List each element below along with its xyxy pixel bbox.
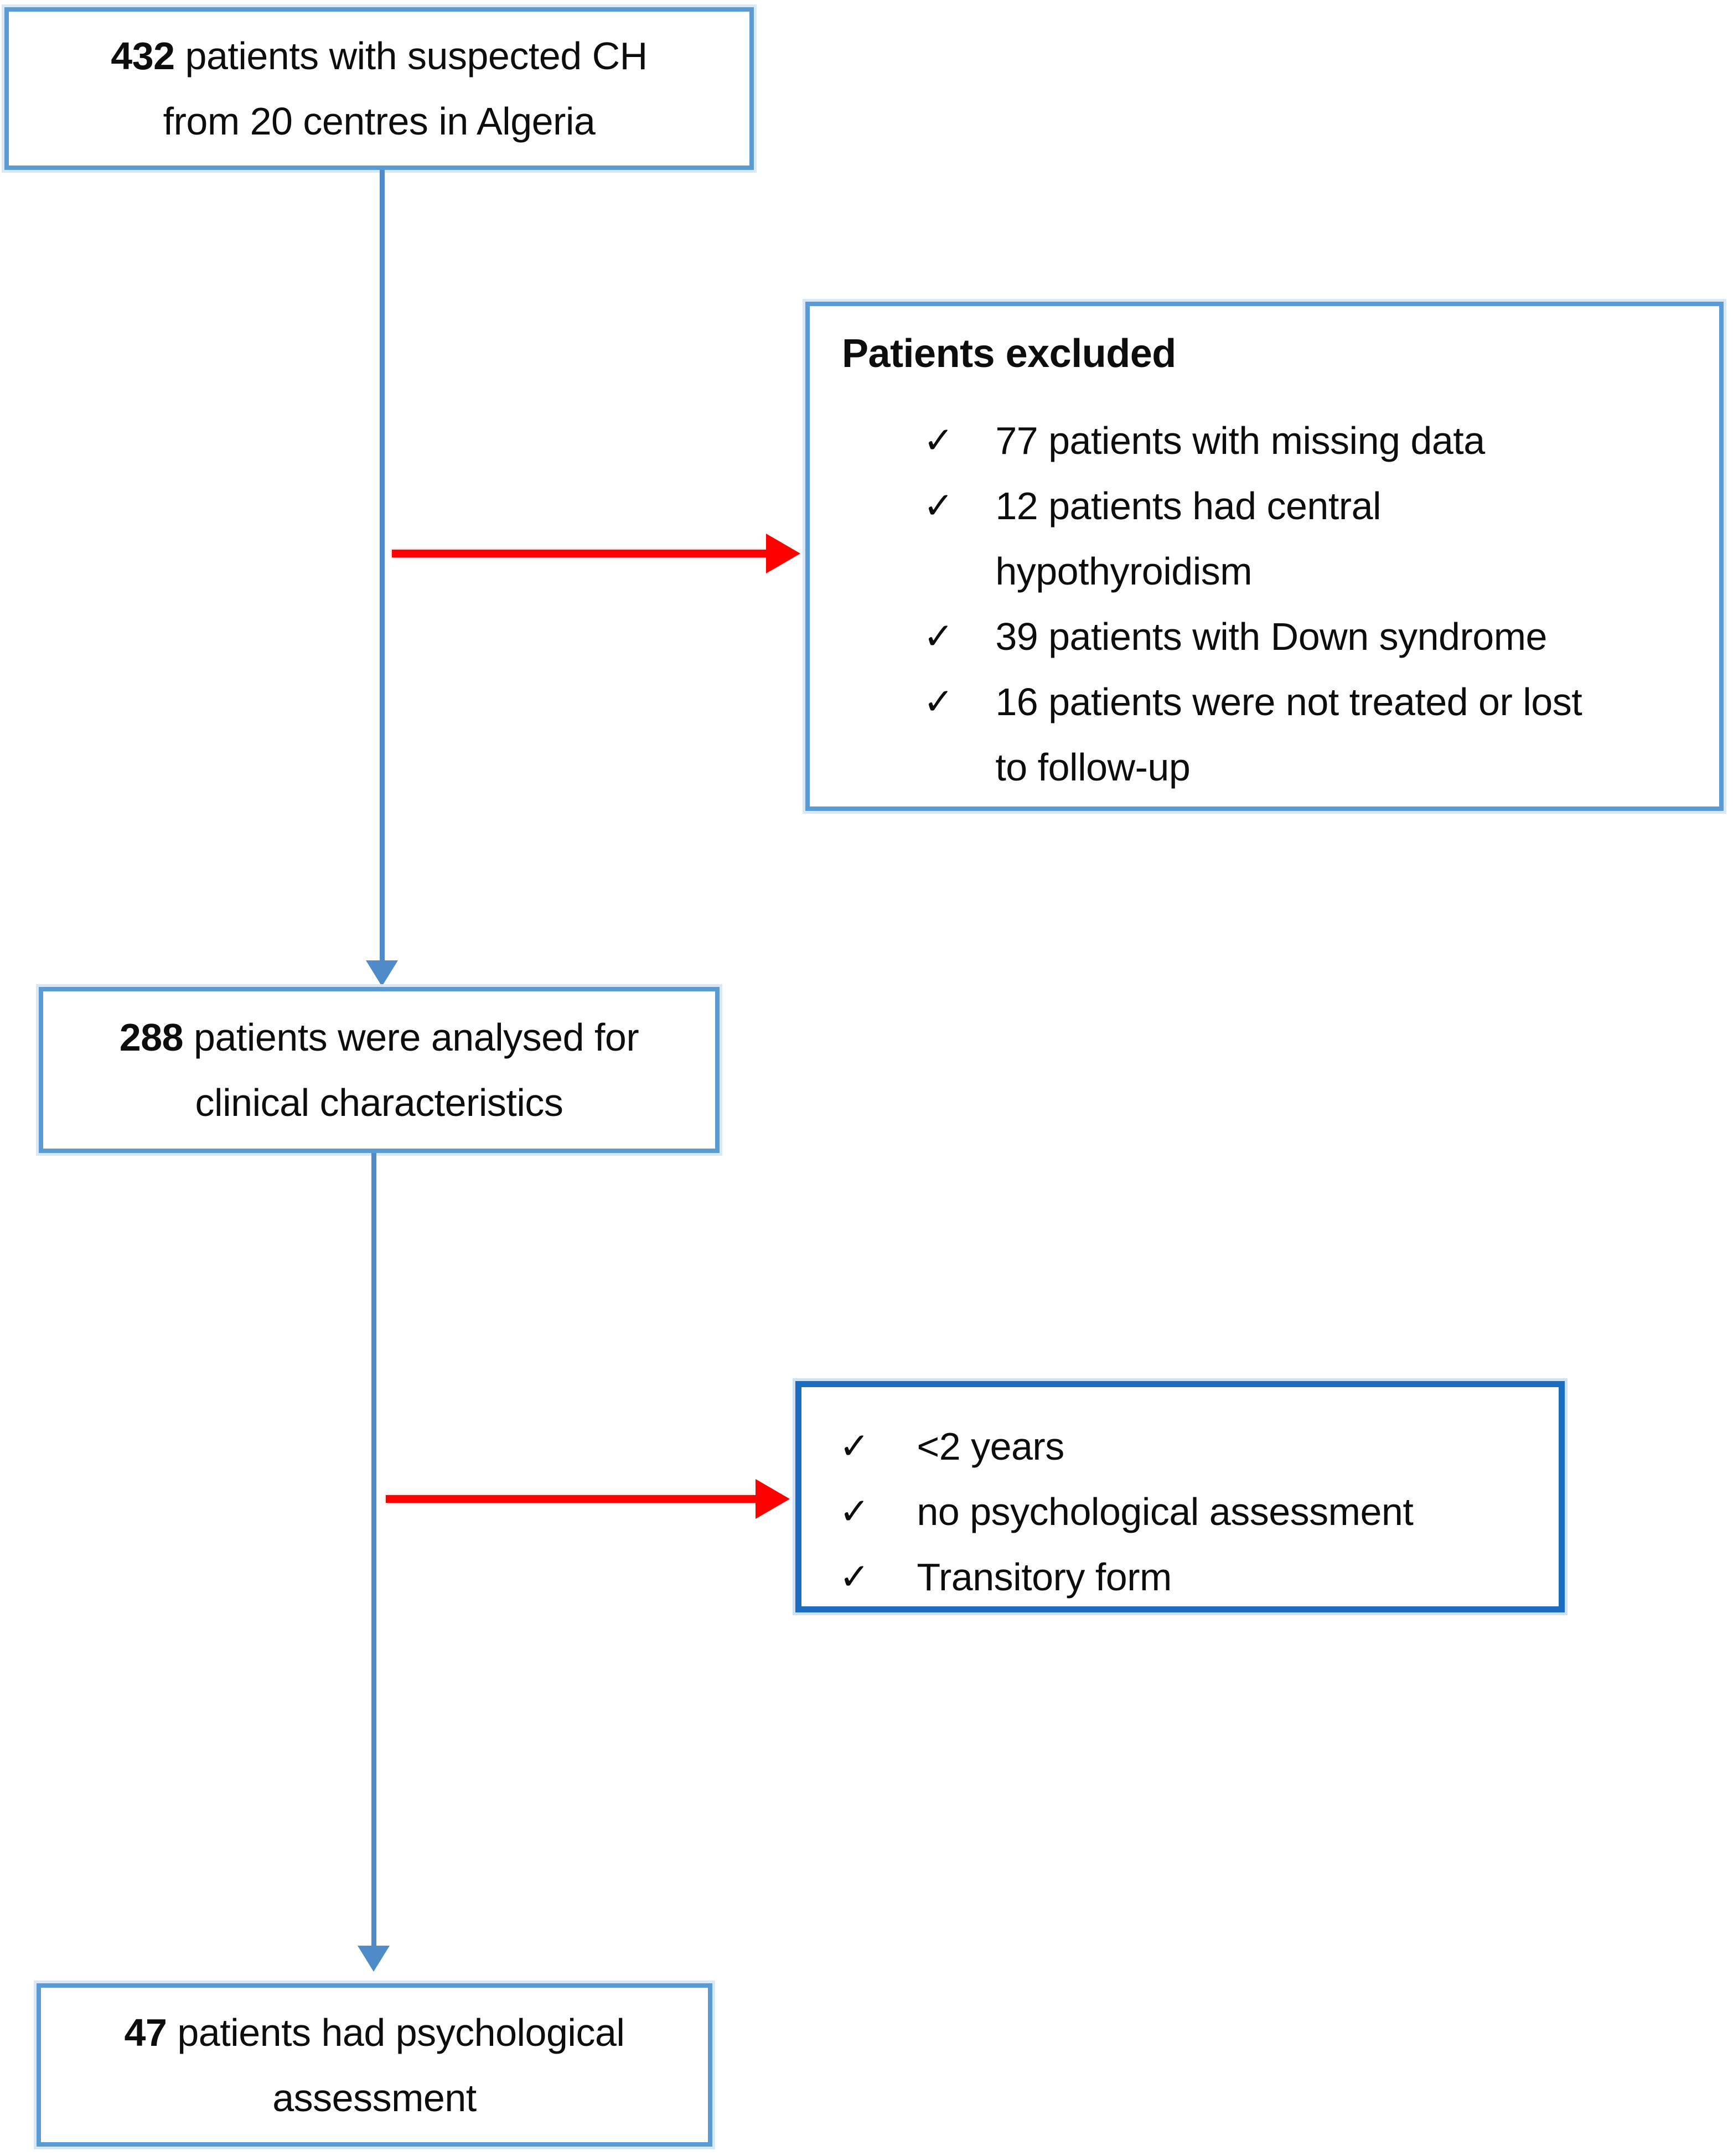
list-item-text: 16 patients were not treated or lost to … <box>995 680 1582 789</box>
list-item: ✓ 39 patients with Down syndrome <box>810 604 1719 669</box>
box-analysed-patients: 288 patients were analysed for clinical … <box>39 987 720 1153</box>
box-assessed-patients: 47 patients had psychological assessment <box>37 1983 712 2147</box>
analysed-label: patients were analysed for clinical char… <box>194 1016 639 1124</box>
list-item-text: 12 patients had central hypothyroidism <box>995 484 1382 593</box>
box-assessed-text: 47 patients had psychological assessment <box>125 2000 625 2131</box>
list-item-text: 39 patients with Down syndrome <box>995 615 1547 658</box>
analysed-count: 288 <box>119 1016 184 1059</box>
list-item-text: <2 years <box>917 1425 1064 1468</box>
box-initial-patients: 432 patients with suspected CH from 20 c… <box>4 7 754 170</box>
check-icon: ✓ <box>923 419 954 462</box>
box-excluded-primary: Patients excluded ✓ 77 patients with mis… <box>805 302 1724 811</box>
check-icon: ✓ <box>923 484 954 527</box>
excluded-primary-list: ✓ 77 patients with missing data ✓ 12 pat… <box>810 408 1719 800</box>
check-icon: ✓ <box>923 680 954 723</box>
arrow-initial-to-analysed-line <box>380 170 385 960</box>
box-analysed-text: 288 patients were analysed for clinical … <box>120 1005 639 1135</box>
list-item: ✓ 77 patients with missing data <box>810 408 1719 473</box>
check-icon: ✓ <box>839 1555 870 1598</box>
list-item: ✓ Transitory form <box>801 1544 1559 1610</box>
assessed-label: patients had psychological assessment <box>177 2010 625 2119</box>
arrow-right-icon <box>766 534 800 573</box>
box-excluded-secondary: ✓ <2 years ✓ no psychological assessment… <box>795 1381 1565 1612</box>
arrow-to-excluded-secondary-line <box>386 1495 757 1503</box>
arrow-to-excluded-primary-line <box>392 550 767 557</box>
check-icon: ✓ <box>923 615 954 658</box>
list-item: ✓ no psychological assessment <box>801 1479 1559 1544</box>
excluded-secondary-list: ✓ <2 years ✓ no psychological assessment… <box>801 1414 1559 1610</box>
list-item: ✓ 16 patients were not treated or lost t… <box>810 669 1719 800</box>
arrow-down-icon <box>358 1946 390 1972</box>
list-item: ✓ <2 years <box>801 1414 1559 1479</box>
list-item-text: Transitory form <box>917 1555 1172 1599</box>
arrow-right-icon <box>756 1479 790 1519</box>
check-icon: ✓ <box>839 1425 870 1467</box>
initial-count: 432 <box>111 34 175 77</box>
box-initial-text: 432 patients with suspected CH from 20 c… <box>111 23 648 154</box>
list-item: ✓ 12 patients had central hypothyroidism <box>810 473 1719 604</box>
arrow-analysed-to-assessed-line <box>371 1153 376 1946</box>
arrow-down-icon <box>366 960 398 986</box>
list-item-text: 77 patients with missing data <box>995 419 1485 462</box>
initial-label: patients with suspected CH from 20 centr… <box>163 34 648 143</box>
assessed-count: 47 <box>124 2010 167 2054</box>
excluded-title: Patients excluded <box>842 332 1176 376</box>
check-icon: ✓ <box>839 1490 870 1533</box>
list-item-text: no psychological assessment <box>917 1490 1414 1533</box>
